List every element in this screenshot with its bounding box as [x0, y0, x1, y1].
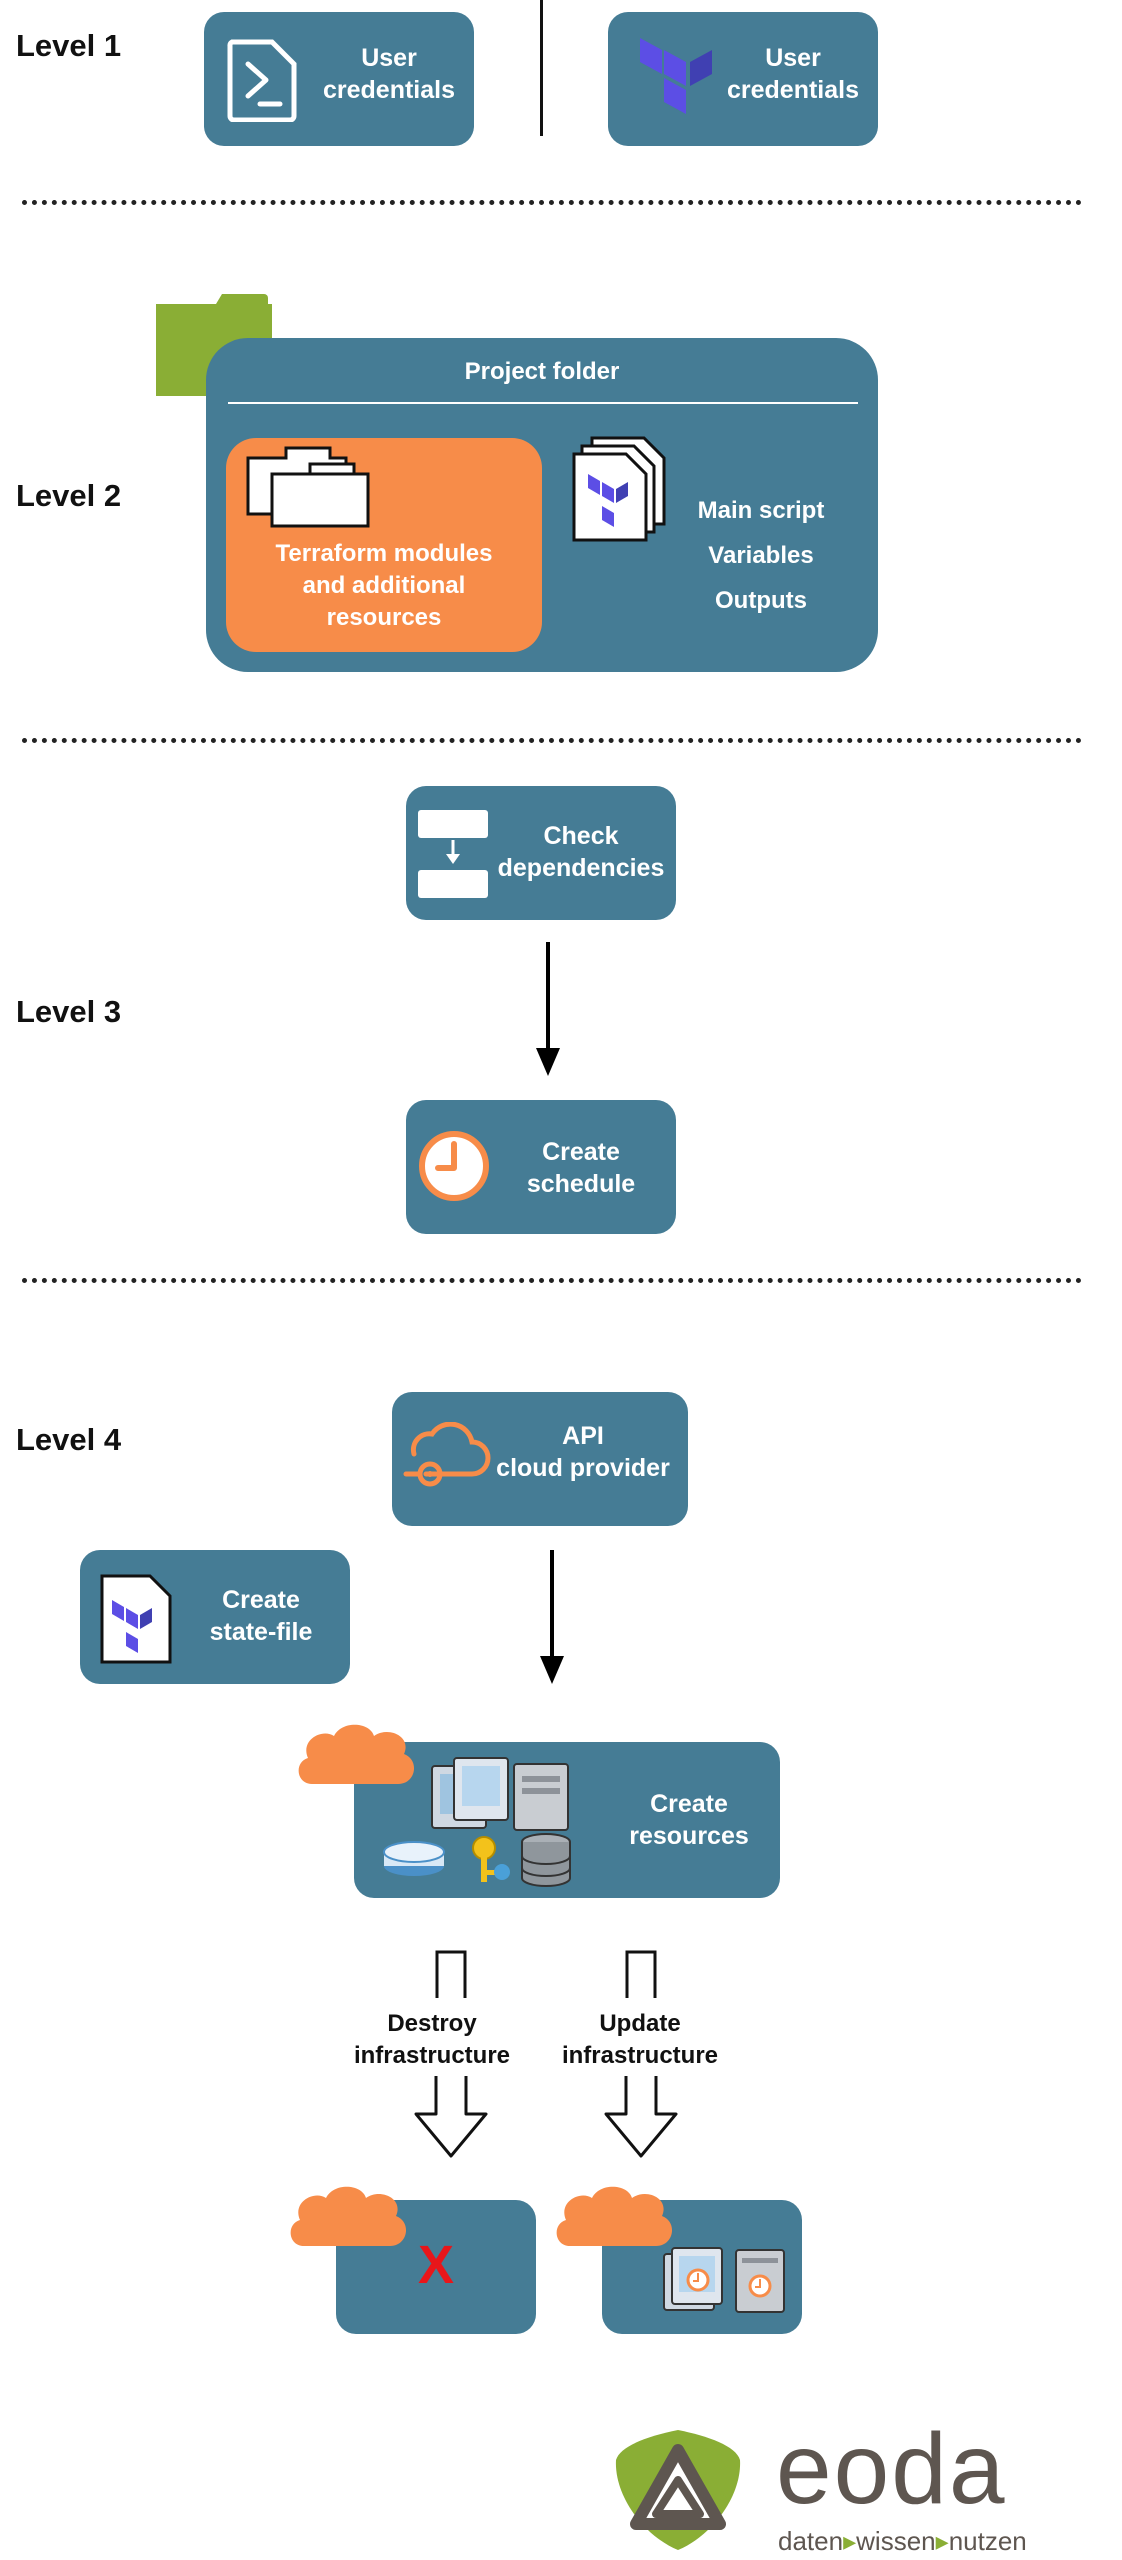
tagline-daten: daten [778, 2526, 844, 2556]
update-arrow-stem [624, 1950, 658, 2000]
shell-box-line2: credentials [322, 76, 455, 104]
modules-line1: Terraform modules [275, 540, 493, 567]
check-dependencies-box: Check dependencies [406, 786, 676, 920]
arrow-down-2 [536, 1550, 568, 1686]
level-3-label: Level 3 [16, 994, 122, 1029]
project-folder-divider [228, 402, 858, 404]
create-resources-box: Create resources [354, 1742, 780, 1898]
tagline-wissen: wissen [856, 2526, 936, 2556]
updated-servers-icon [662, 2244, 792, 2320]
user-credentials-terraform-box: User credentials [608, 12, 878, 146]
update-line1: Update [599, 2010, 681, 2037]
level-2-label: Level 2 [16, 478, 122, 513]
level-1-label: Level 1 [16, 28, 122, 63]
api-line1: API [562, 1422, 604, 1450]
separator-2 [22, 738, 1082, 743]
terraform-box-line2: credentials [726, 76, 859, 104]
orange-cloud-destroy-icon [286, 2180, 410, 2252]
api-line2: cloud provider [496, 1454, 670, 1482]
flowchart-icon [418, 810, 488, 900]
terraform-files-icon [572, 436, 668, 544]
orange-cloud-update-icon [552, 2180, 676, 2252]
file-outputs: Outputs [715, 587, 807, 614]
modules-line3: resources [326, 604, 442, 631]
project-folder-title: Project folder [464, 358, 620, 385]
terraform-box-line1: User [765, 44, 821, 72]
state-line2: state-file [209, 1618, 313, 1646]
terraform-modules-box: Terraform modules and additional resourc… [226, 438, 542, 652]
destroy-arrow-stem [434, 1950, 468, 2000]
tagline-nutzen: nutzen [948, 2526, 1027, 2556]
create-schedule-box: Create schedule [406, 1100, 676, 1234]
eoda-logo-tagline: daten▸wissen▸nutzen [778, 2526, 1027, 2556]
separator-3 [22, 1278, 1082, 1283]
destroyed-x-mark: X [417, 2235, 455, 2295]
arrow-down-1 [532, 942, 564, 1078]
state-line1: Create [222, 1586, 300, 1614]
terraform-file-icon [100, 1574, 172, 1664]
user-credentials-shell-box: User credentials [204, 12, 474, 146]
project-folder-box: Project folder Terraform modules and add… [206, 338, 878, 672]
schedule-line1: Create [542, 1138, 620, 1166]
folders-icon [246, 444, 370, 528]
terminal-icon [226, 38, 298, 122]
tagline-arrow-1: ▸ [843, 2526, 857, 2556]
create-state-file-box: Create state-file [80, 1550, 350, 1684]
separator-1 [22, 200, 1082, 205]
update-arrow-head [604, 2074, 678, 2158]
schedule-line2: schedule [526, 1170, 636, 1198]
api-cloud-provider-box: API cloud provider [392, 1392, 688, 1526]
eoda-logo-mark-icon [612, 2426, 744, 2554]
resources-icon [374, 1754, 604, 1890]
level1-divider [540, 0, 543, 136]
clock-icon [416, 1128, 492, 1204]
file-main-script: Main script [697, 497, 825, 524]
resources-line2: resources [629, 1822, 749, 1850]
check-line1: Check [543, 822, 619, 850]
check-line2: dependencies [497, 854, 665, 882]
resources-line1: Create [650, 1790, 728, 1818]
destroy-line1: Destroy [387, 2010, 477, 2037]
cloud-api-icon [402, 1422, 492, 1492]
updated-infrastructure-box [602, 2200, 802, 2334]
update-line2: infrastructure [561, 2042, 719, 2069]
eoda-logo-name: eoda [776, 2413, 1007, 2525]
orange-cloud-icon [294, 1718, 418, 1790]
file-variables: Variables [708, 542, 814, 569]
modules-line2: and additional [302, 572, 466, 599]
shell-box-line1: User [361, 44, 417, 72]
terraform-logo-icon [636, 38, 716, 122]
tagline-arrow-2: ▸ [935, 2526, 949, 2556]
level-4-label: Level 4 [16, 1422, 122, 1457]
destroy-line2: infrastructure [353, 2042, 511, 2069]
destroy-arrow-head [414, 2074, 488, 2158]
